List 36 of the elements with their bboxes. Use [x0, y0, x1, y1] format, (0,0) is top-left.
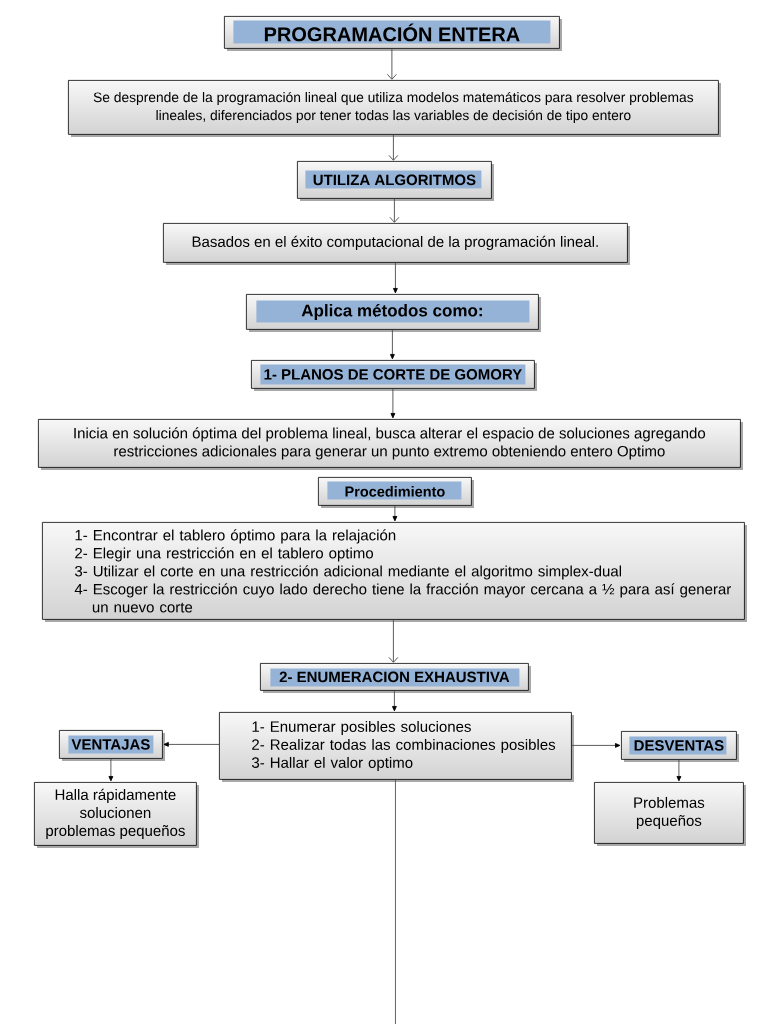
arrow: [392, 505, 398, 522]
text-box: Inicia en solución óptima del problema lineal, busca alterar el espacio de soluciones agregando restricciones adicionales para generar un punto extremo obteniendo entero Optimo: [38, 419, 743, 470]
arrow: [163, 742, 220, 747]
text-box: Halla rápidamente solucionen problemas pequeños: [34, 782, 199, 848]
arrow: [389, 198, 400, 223]
title-box: PROGRAMACIÓN ENTERA: [224, 16, 562, 51]
heading-box: 2- ENUMERACION EXHAUSTIVA: [260, 663, 531, 693]
list-item: 2- Realizar todas las combinaciones posibles: [252, 738, 556, 753]
arrow: [386, 48, 397, 80]
heading-box: VENTAJAS: [59, 730, 165, 761]
list-item: 2- Elegir una restricción en el tablero optimo: [75, 547, 374, 562]
heading-box: 1- PLANOS DE CORTE DE GOMORY: [251, 360, 537, 391]
arrow: [571, 743, 621, 748]
connector-line: [394, 779, 396, 1024]
list-item: 3- Hallar el valor optimo: [251, 756, 413, 771]
list-item: 4- Escoger la restricción cuyo lado derecho tiene la fracción mayor cercana a ½ para así generar un nuevo corte: [74, 583, 731, 613]
heading-box: DESVENTAS: [621, 731, 739, 762]
arrow: [392, 690, 397, 712]
arrow: [108, 758, 114, 782]
text-box: Problemas pequeños: [594, 782, 746, 846]
arrow: [393, 262, 398, 294]
heading-box: Procedimiento: [318, 477, 474, 508]
arrow: [676, 759, 682, 782]
arrow: [390, 329, 395, 360]
arrow: [388, 134, 399, 161]
heading-box: UTILIZA ALGORITMOS: [297, 161, 494, 201]
list-item: 1- Enumerar posibles soluciones: [252, 720, 471, 735]
text-box: Se desprende de la programación lineal que utiliza modelos matemáticos para resolver problemas lineales, diferenciados por tener todas las variables de decisión de tipo entero: [68, 80, 721, 137]
list-box: [219, 712, 574, 782]
arrow: [390, 388, 396, 419]
list-item: 3- Utilizar el corte en una restricción adicional mediante el algoritmo simplex-dual: [74, 565, 621, 580]
list-item: 1- Encontrar el tablero óptimo para la relajación: [75, 529, 396, 544]
arrow: [388, 619, 399, 663]
list-box: [42, 522, 747, 622]
text-box: Basados en el éxito computacional de la programación lineal.: [163, 223, 630, 265]
heading-box: Aplica métodos como:: [246, 294, 541, 332]
